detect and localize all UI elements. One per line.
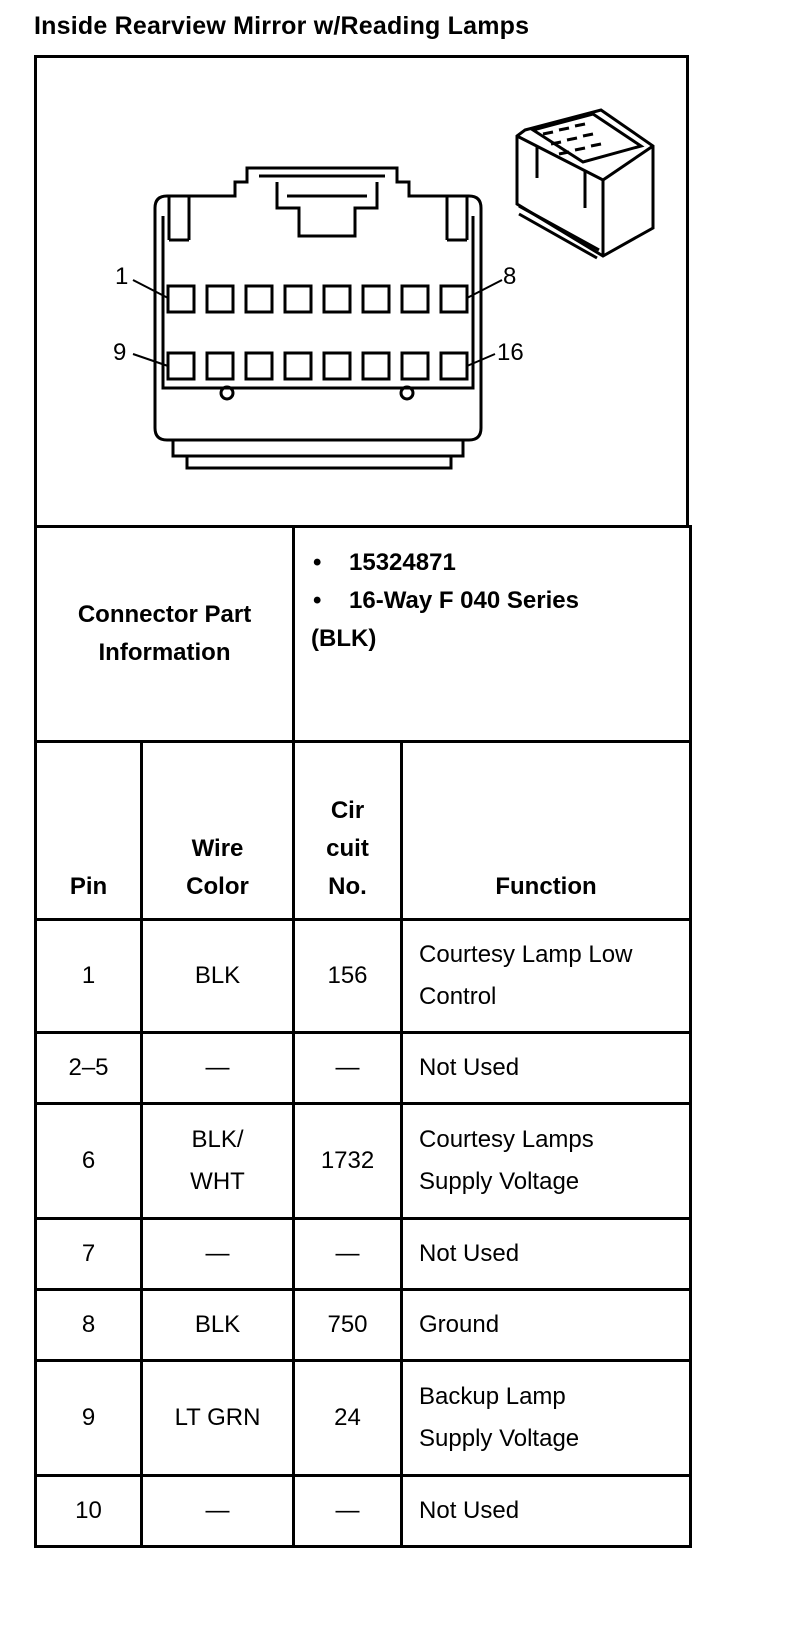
pin-label-9: 9 — [113, 339, 126, 366]
part-info-row: Connector Part Information 15324871 16-W… — [33, 525, 693, 743]
pin-cell: 2–5 — [34, 1031, 143, 1105]
wire-color-cell: BLK — [139, 918, 296, 1034]
wire-color-cell: BLK — [139, 1288, 296, 1362]
connector-color: (BLK) — [311, 625, 377, 652]
function-cell: Courtesy Lamps Supply Voltage — [400, 1102, 693, 1220]
function-cell: Backup Lamp Supply Voltage — [400, 1359, 693, 1477]
part-info-values: 15324871 16-Way F 040 Series (BLK) — [292, 525, 693, 743]
header-function: Function — [400, 740, 693, 921]
circuit-cell: 24 — [292, 1359, 404, 1477]
function-cell: Not Used — [400, 1031, 693, 1105]
circuit-cell: 1732 — [292, 1102, 404, 1220]
connector-face — [153, 166, 483, 470]
circuit-cell: 156 — [292, 918, 404, 1034]
pin-label-8: 8 — [503, 263, 516, 290]
pin-cell: 8 — [34, 1288, 143, 1362]
pin-leaders — [132, 279, 503, 367]
wire-color-cell: BLK/ WHT — [139, 1102, 296, 1220]
wire-color-cell: — — [139, 1474, 296, 1548]
connector-iso-view — [515, 108, 655, 260]
circuit-cell: 750 — [292, 1288, 404, 1362]
table-row: 8 BLK 750 Ground — [34, 1288, 693, 1362]
function-cell: Courtesy Lamp Low Control — [400, 918, 693, 1034]
connector-diagram-panel: 1 8 9 16 — [34, 55, 689, 525]
pin-label-16: 16 — [497, 339, 524, 366]
function-cell: Not Used — [400, 1474, 693, 1548]
part-number: 15324871 — [311, 544, 689, 582]
wire-color-cell: — — [139, 1217, 296, 1291]
connector-series: 16-Way F 040 Series — [311, 582, 689, 620]
pin-cell: 1 — [34, 918, 143, 1034]
pin-label-1: 1 — [115, 263, 128, 290]
table-row: 7 — — Not Used — [34, 1217, 693, 1291]
function-cell: Not Used — [400, 1217, 693, 1291]
wire-color-cell: — — [139, 1031, 296, 1105]
pin-cell: 6 — [34, 1102, 143, 1220]
circuit-cell: — — [292, 1474, 404, 1548]
header-circuit: Cir cuit No. — [292, 740, 404, 921]
part-info-label: Connector Part Information — [33, 525, 296, 743]
function-cell: Ground — [400, 1288, 693, 1362]
circuit-cell: — — [292, 1031, 404, 1105]
header-wire-color: Wire Color — [139, 740, 296, 921]
pin-cell: 7 — [34, 1217, 143, 1291]
wire-color-cell: LT GRN — [139, 1359, 296, 1477]
table-row: 6 BLK/ WHT 1732 Courtesy Lamps Supply Vo… — [34, 1102, 693, 1220]
table-row: 10 — — Not Used — [34, 1474, 693, 1548]
pin-cavities — [166, 284, 469, 381]
circuit-cell: — — [292, 1217, 404, 1291]
table-header-row: Pin Wire Color Cir cuit No. Function — [34, 740, 693, 921]
pin-cell: 9 — [34, 1359, 143, 1477]
pin-table: Connector Part Information 15324871 16-W… — [33, 525, 693, 1548]
page-title: Inside Rearview Mirror w/Reading Lamps — [34, 12, 530, 40]
connector-diagram: 1 8 9 16 — [113, 108, 655, 470]
table-row: 2–5 — — Not Used — [34, 1031, 693, 1105]
header-pin: Pin — [34, 740, 143, 921]
table-row: 1 BLK 156 Courtesy Lamp Low Control — [34, 918, 693, 1034]
table-row: 9 LT GRN 24 Backup Lamp Supply Voltage — [34, 1359, 693, 1477]
pin-cell: 10 — [34, 1474, 143, 1548]
